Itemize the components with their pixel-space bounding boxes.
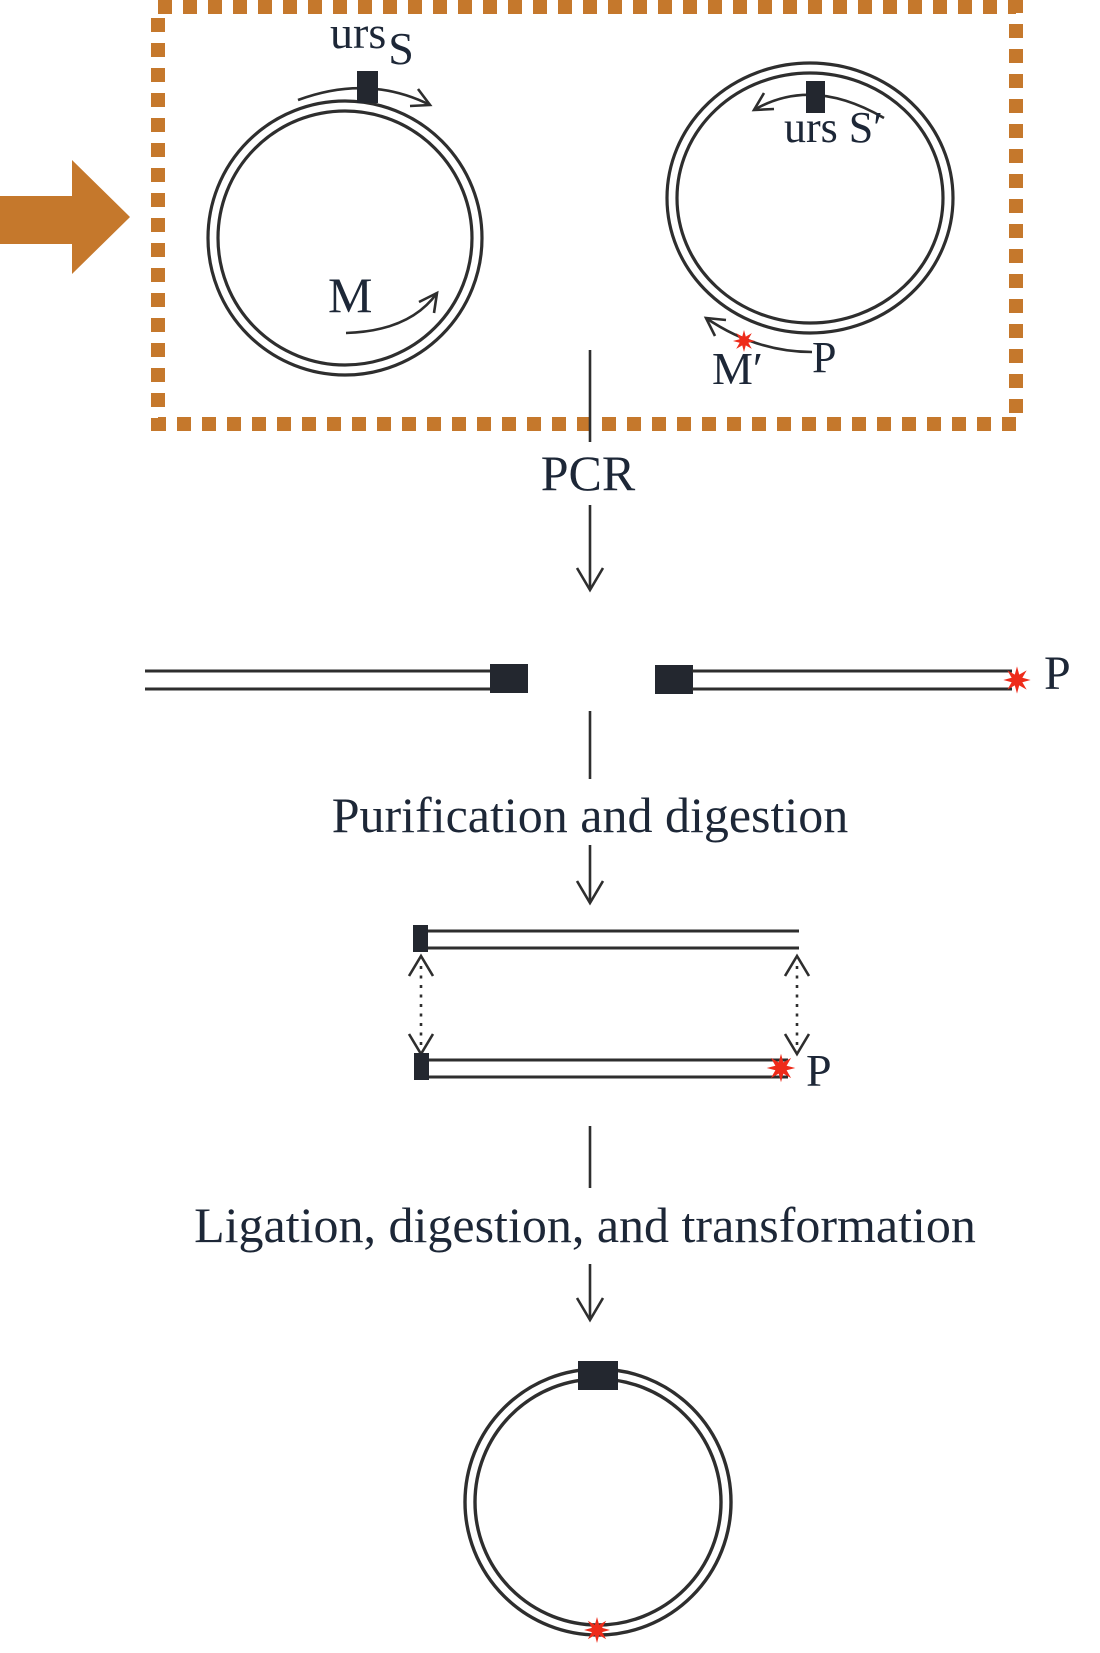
label-sense-primer-text: urs xyxy=(330,7,387,58)
label-phosphate-digested: P xyxy=(806,1045,832,1096)
arrowhead-icon xyxy=(575,880,605,906)
label-gene-m-prime: M′ xyxy=(712,343,763,394)
gene-m-prime-arrow xyxy=(705,316,813,354)
phosphate-star-icon xyxy=(766,1053,796,1083)
label-phosphate-plasmid: P xyxy=(812,333,837,382)
label-phosphate-fragment: P xyxy=(1044,647,1071,700)
antisense-primer-arrowhead-icon xyxy=(751,92,775,112)
alignment-arrow-right xyxy=(783,953,811,1057)
gene-m-arrowhead-icon xyxy=(418,290,439,314)
mutation-site-marker xyxy=(414,1053,429,1080)
label-antisense-primer: urs S′ xyxy=(784,103,883,152)
label-sense-primer-subscript: S xyxy=(388,22,414,74)
arrowhead-down-icon xyxy=(783,1033,811,1057)
ligation-step-arrow xyxy=(575,1126,605,1323)
product-plasmid xyxy=(463,1361,733,1643)
arrowhead-icon xyxy=(575,1297,605,1323)
purification-step-arrow xyxy=(575,711,605,906)
label-gene-m: M xyxy=(328,267,373,323)
mutation-site-marker xyxy=(655,665,693,694)
dashed-selection-box xyxy=(151,0,1023,431)
mutation-site-marker xyxy=(490,664,528,693)
alignment-arrow-left xyxy=(407,953,435,1057)
label-step-ligation: Ligation, digestion, and transformation xyxy=(194,1197,976,1253)
mutation-site-marker xyxy=(413,925,428,952)
gene-m-prime-arrowhead-icon xyxy=(703,316,727,337)
mutation-site-marker xyxy=(578,1361,618,1390)
mutation-site-marker xyxy=(806,81,825,113)
digested-fragment-bottom xyxy=(414,1053,796,1083)
highlight-block-arrow-icon xyxy=(0,160,130,274)
pcr-fragment-right xyxy=(655,665,1031,694)
plasmid-right xyxy=(665,61,955,354)
pcr-fragment-left xyxy=(145,664,528,693)
gene-m-arrow xyxy=(345,292,439,335)
label-sense-primer: ursS xyxy=(330,7,414,72)
label-step-pcr: PCR xyxy=(540,445,636,501)
label-step-purification: Purification and digestion xyxy=(331,787,849,843)
phosphate-star-icon xyxy=(1003,666,1031,694)
mutation-site-marker xyxy=(357,71,378,103)
arrowhead-up-icon xyxy=(407,953,435,977)
digested-fragment-top xyxy=(413,925,799,952)
plasmid-left xyxy=(206,71,484,377)
arrowhead-up-icon xyxy=(783,953,811,977)
sense-primer-arrowhead-icon xyxy=(409,88,433,108)
phosphate-star-icon xyxy=(584,1617,610,1643)
pcr-step-arrow xyxy=(575,350,605,593)
arrowhead-icon xyxy=(575,567,605,593)
